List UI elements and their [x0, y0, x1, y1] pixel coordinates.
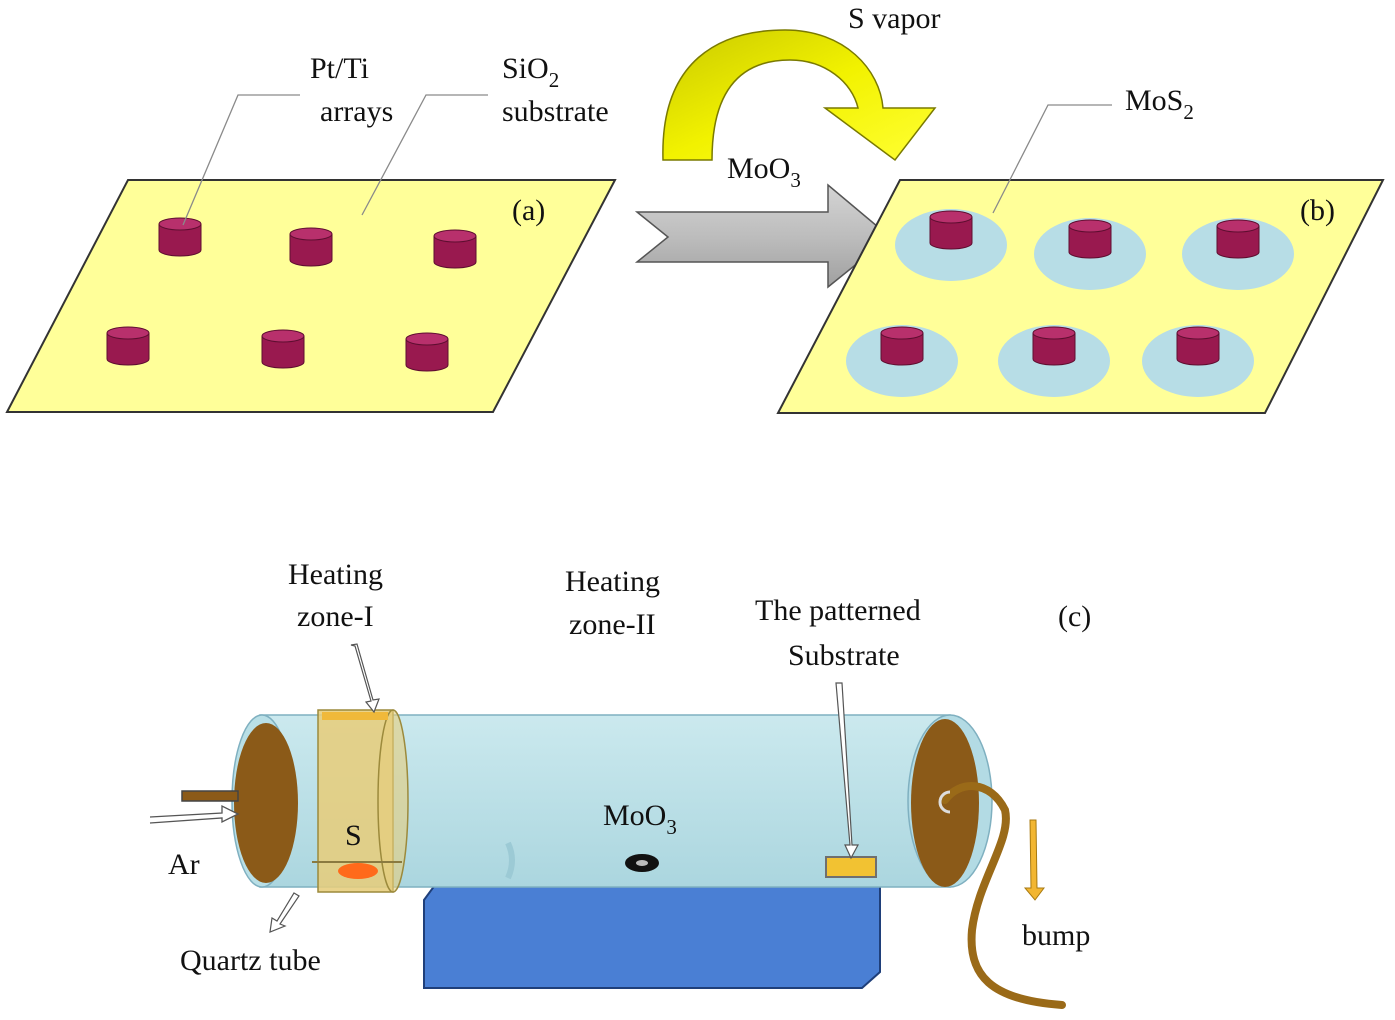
ar-flow-arrow: [149, 804, 240, 824]
process-arrows: S vapor MoO3: [634, 2, 941, 289]
pillar-top: [1032, 326, 1076, 340]
mos2-base: MoS: [1125, 84, 1183, 117]
moo3-boat-label: MoO3: [603, 799, 677, 839]
moo3-process-arrow: [634, 183, 892, 289]
heating-band-top-strip: [322, 712, 388, 720]
pillar-body: [1032, 332, 1076, 366]
pt-ti-pillar: [1176, 326, 1220, 366]
heating-zone-1-line1: Heating: [288, 558, 383, 591]
pt-ti-leader-line: [182, 94, 300, 226]
mos2-leader-line: [992, 104, 1112, 214]
pillar-body: [929, 216, 973, 250]
moo3-boat-base: MoO: [603, 799, 666, 832]
mos2-label: MoS2: [1125, 84, 1194, 124]
pillar-body: [158, 223, 202, 257]
bump-label: bump: [1022, 919, 1090, 952]
panel-a: Pt/Ti arrays SiO2 substrate (a): [5, 52, 617, 413]
substrate-pointer-arrow: [835, 682, 860, 860]
pt-ti-pillar: [929, 210, 973, 250]
sio2-label-line1: SiO2: [502, 52, 559, 92]
pt-ti-pillar: [158, 217, 202, 257]
sio2-label-line2: substrate: [502, 95, 609, 128]
pillar-top: [289, 227, 333, 241]
pillar-body: [1068, 225, 1112, 259]
zone-1-pointer-arrow: [350, 643, 380, 714]
pt-ti-pillar: [289, 227, 333, 267]
pillar-body: [261, 335, 305, 369]
left-end-cap: [234, 723, 298, 883]
sio2-base: SiO: [502, 52, 549, 85]
pt-ti-pillar: [405, 332, 449, 372]
pt-ti-pillar: [261, 329, 305, 369]
mos2-subscript: 2: [1183, 100, 1194, 124]
s-source-label: S: [345, 819, 362, 852]
heating-zone-2-line1: Heating: [565, 565, 660, 598]
panel-c-tag: (c): [1058, 600, 1091, 633]
pt-ti-pillar: [433, 229, 477, 269]
patterned-substrate-line1: The patterned: [755, 594, 921, 627]
panel-b: MoS2 (b): [776, 84, 1385, 414]
pillar-top: [433, 229, 477, 243]
pillar-body: [106, 332, 150, 366]
pt-ti-pillar-group: [106, 217, 477, 372]
pt-ti-pillar: [1068, 219, 1112, 259]
pillar-top: [1068, 219, 1112, 233]
pt-ti-pillar: [880, 326, 924, 366]
pt-ti-label-line1: Pt/Ti: [310, 52, 369, 85]
pillar-top: [880, 326, 924, 340]
furnace-block: [423, 884, 881, 989]
quartz-tube-pointer-arrow: [269, 892, 300, 933]
panel-b-tag: (b): [1300, 194, 1335, 227]
moo3-boat-subscript: 3: [666, 815, 677, 839]
moo3-subscript: 3: [790, 168, 801, 192]
moo3-base: MoO: [727, 152, 790, 185]
pillar-top: [929, 210, 973, 224]
heating-band-right-rim: [377, 709, 409, 893]
pillar-top: [1216, 219, 1260, 233]
pillar-top: [1176, 326, 1220, 340]
s-vapor-curved-arrow: [662, 29, 937, 162]
sio2-leader-line: [361, 94, 488, 216]
pt-ti-pillar: [106, 326, 150, 366]
panel-c: Heating zone-I Heating zone-II The patte…: [149, 558, 1091, 1009]
pt-ti-pillar: [1032, 326, 1076, 366]
ar-inlet-pipe: [181, 790, 239, 802]
s-vapor-label: S vapor: [848, 2, 941, 35]
heating-zone-2-line2: zone-II: [569, 608, 656, 641]
pillar-top: [158, 217, 202, 231]
pillar-top: [405, 332, 449, 346]
tube-shadow-mark: [505, 841, 515, 880]
sio2-subscript: 2: [549, 68, 560, 92]
ar-label: Ar: [168, 848, 200, 881]
pillar-top: [261, 329, 305, 343]
outlet-port: [938, 790, 951, 814]
heating-zone-1-line2: zone-I: [297, 600, 374, 633]
patterned-substrate-in-tube: [825, 856, 877, 878]
pt-ti-label-line2: arrays: [320, 95, 393, 128]
pillar-body: [405, 338, 449, 372]
panel-a-tag: (a): [512, 194, 545, 227]
pillar-body: [289, 233, 333, 267]
bump-flow-arrow: [1023, 819, 1045, 901]
moo3-process-label: MoO3: [727, 152, 801, 192]
outlet-hose: [941, 782, 1066, 1009]
pillar-top: [106, 326, 150, 340]
moo3-boat-core: [636, 860, 648, 866]
pillar-body: [880, 332, 924, 366]
pillar-body: [1216, 225, 1260, 259]
quartz-tube-label: Quartz tube: [180, 944, 321, 977]
s-source-boat: [338, 863, 378, 879]
pillar-body: [433, 235, 477, 269]
pt-ti-pillar-group-b: [880, 210, 1260, 366]
pt-ti-pillar: [1216, 219, 1260, 259]
patterned-substrate-line2: Substrate: [788, 639, 900, 672]
pillar-body: [1176, 332, 1220, 366]
